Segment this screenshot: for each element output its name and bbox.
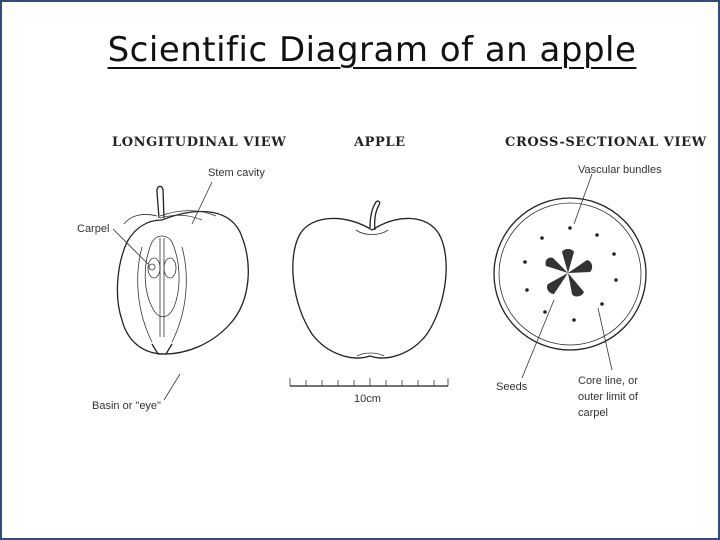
label-vascular-bundles: Vascular bundles xyxy=(578,164,662,176)
scale-bar xyxy=(289,378,449,387)
label-stem-cavity: Stem cavity xyxy=(208,167,265,179)
cross-section xyxy=(493,173,647,379)
longitudinal-section xyxy=(112,181,249,401)
header-apple: APPLE xyxy=(353,135,406,150)
slide-title: Scientific Diagram of an apple xyxy=(107,30,637,70)
label-core-line-2: outer limit of xyxy=(578,391,639,403)
label-core-line-1: Core line, or xyxy=(578,375,638,387)
header-cross-sectional-view: CROSS-SECTIONAL VIEW xyxy=(505,135,707,150)
whole-apple xyxy=(292,200,447,359)
label-carpel: Carpel xyxy=(77,223,109,235)
header-longitudinal-view: LONGITUDINAL VIEW xyxy=(112,135,286,150)
label-basin-eye: Basin or "eye" xyxy=(92,400,161,412)
label-seeds: Seeds xyxy=(496,381,528,393)
label-scale: 10cm xyxy=(354,393,381,405)
label-core-line-3: carpel xyxy=(578,407,608,419)
